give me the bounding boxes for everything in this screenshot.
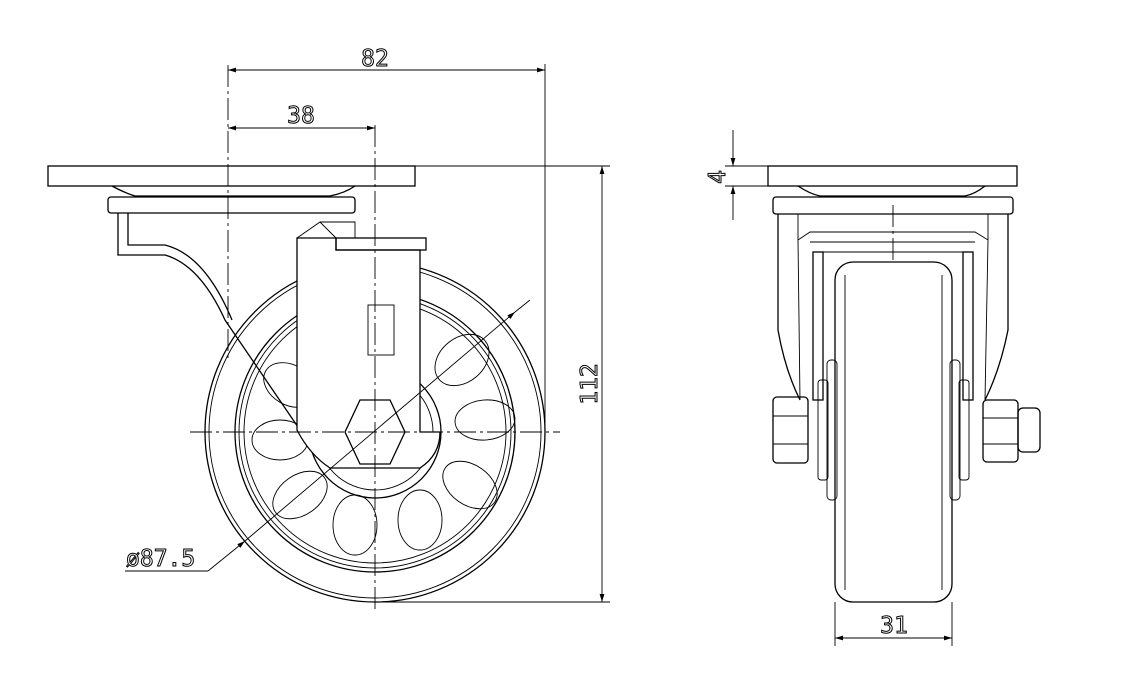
swivel-race: [111, 185, 356, 197]
dimension-38: 38: [228, 103, 375, 131]
dimension-diameter: ø87.5: [125, 299, 531, 573]
dim-diameter-label: ø87.5: [126, 546, 195, 572]
wheel-spokes: [251, 333, 516, 556]
wheel-front: [817, 261, 970, 603]
dim-82-label: 82: [361, 46, 389, 72]
bolt-head: [772, 396, 809, 464]
dimension-112: 112: [375, 165, 610, 603]
dimension-4: 4: [705, 130, 768, 220]
dimension-31: 31: [834, 602, 953, 646]
dim-4-label: 4: [705, 170, 731, 184]
fork-body: [296, 237, 441, 469]
axle-nut: [344, 399, 406, 465]
side-view: [47, 65, 560, 612]
dim-112-label: 112: [577, 363, 603, 405]
front-view: [767, 165, 1041, 603]
fork-leg: [117, 213, 301, 431]
dim-38-label: 38: [287, 103, 315, 129]
dim-31-label: 31: [880, 613, 908, 639]
bolt-slot: [367, 304, 395, 356]
top-plate: [47, 165, 416, 187]
swivel-plate: [107, 196, 356, 214]
nut: [982, 399, 1019, 463]
dimension-82: 82: [228, 46, 546, 432]
